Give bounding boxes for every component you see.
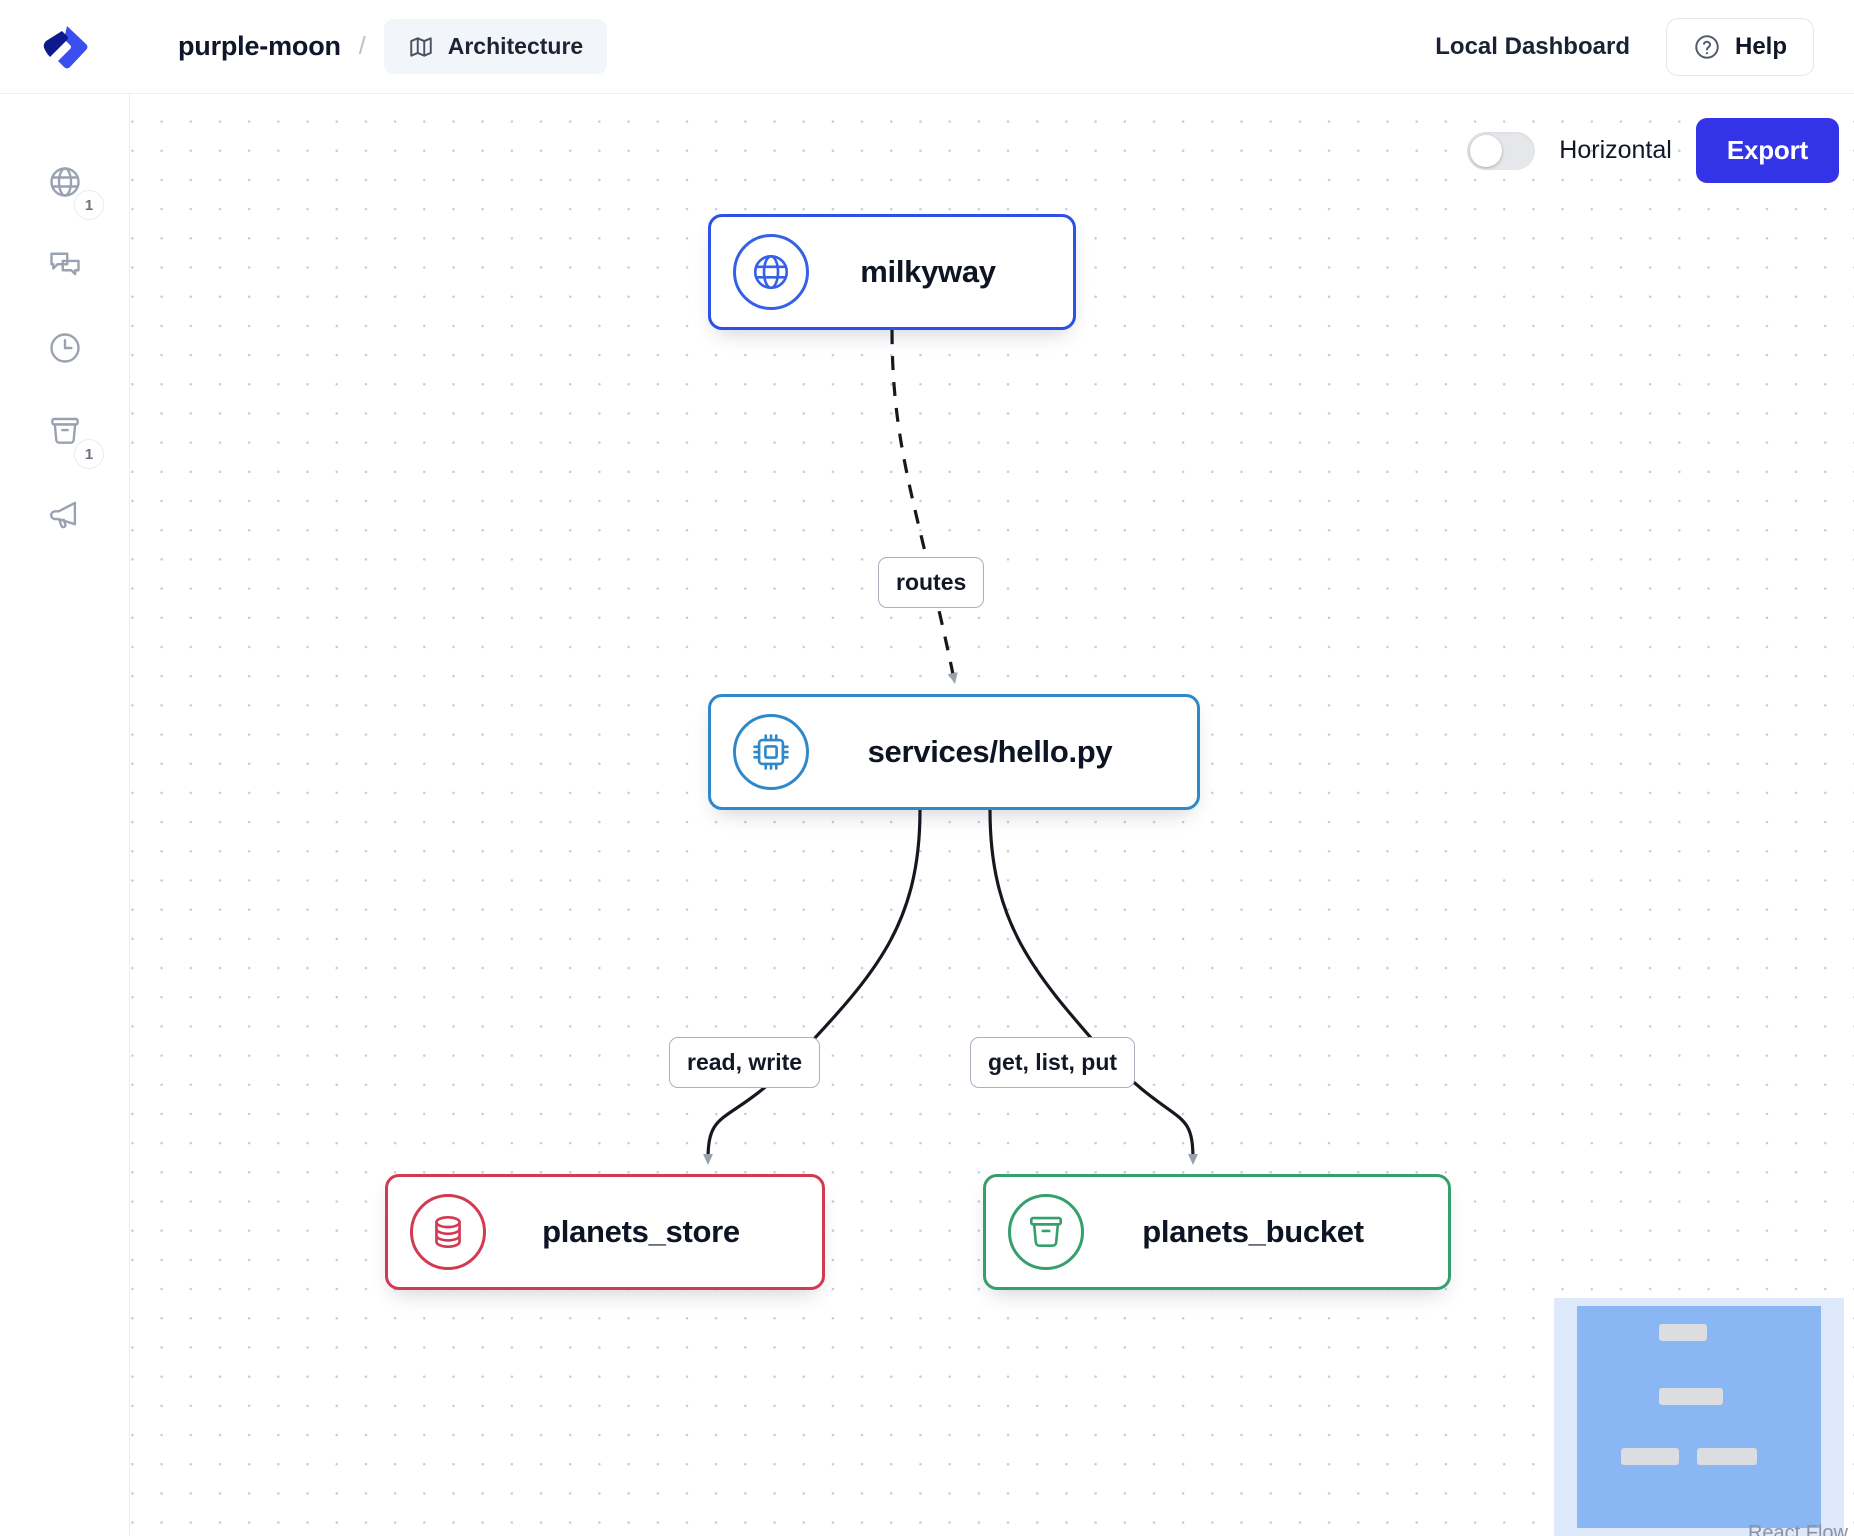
map-icon xyxy=(410,36,432,57)
node-milkyway[interactable]: milkyway xyxy=(708,214,1076,330)
edge-label-get-list-put[interactable]: get, list, put xyxy=(970,1037,1136,1088)
chat-icon xyxy=(50,252,80,275)
node-services-hello-py[interactable]: services/hello.py xyxy=(708,694,1200,810)
clock-icon xyxy=(50,332,80,363)
sidebar-badge-buckets: 1 xyxy=(74,439,104,469)
edge-label-read-write[interactable]: read, write xyxy=(669,1037,821,1088)
minimap-viewport[interactable] xyxy=(1577,1306,1821,1528)
sidebar-item-endpoints[interactable]: 1 xyxy=(0,140,130,223)
database-icon xyxy=(435,1215,461,1249)
minimap-node xyxy=(1697,1448,1757,1465)
local-dashboard-label: Local Dashboard xyxy=(1435,32,1630,60)
workspace-name[interactable]: purple-moon xyxy=(178,31,341,61)
sidebar-item-schedules[interactable] xyxy=(0,306,130,389)
node-store-icon-wrap xyxy=(410,1194,486,1270)
sidebar-item-messages[interactable] xyxy=(0,223,130,306)
edge-milkyway-service[interactable] xyxy=(890,329,958,684)
horizontal-layout-toggle[interactable] xyxy=(1467,131,1536,170)
app-logo-icon xyxy=(43,25,88,68)
question-circle-icon xyxy=(1695,34,1719,59)
tab-architecture[interactable]: Architecture xyxy=(383,19,608,74)
help-button-label: Help xyxy=(1734,32,1787,60)
node-store-label: planets_store xyxy=(542,1214,740,1249)
cpu-chip-icon xyxy=(753,734,789,770)
help-button[interactable]: Help xyxy=(1665,17,1814,76)
node-service-label: services/hello.py xyxy=(867,734,1113,769)
node-bucket-label: planets_bucket xyxy=(1142,1214,1364,1249)
edge-service-bucket[interactable] xyxy=(988,809,1198,1165)
canvas-toolbar: Horizontal Export xyxy=(1467,118,1839,183)
sidebar-badge-endpoints: 1 xyxy=(74,190,104,220)
breadcrumb: purple-moon / Architecture xyxy=(130,19,608,74)
breadcrumb-separator: / xyxy=(358,32,366,60)
minimap-node xyxy=(1621,1448,1679,1465)
node-planets-bucket[interactable]: planets_bucket xyxy=(983,1174,1451,1290)
sidebar-item-buckets[interactable]: 1 xyxy=(0,389,130,472)
node-planets-store[interactable]: planets_store xyxy=(385,1174,825,1290)
globe-icon xyxy=(753,254,789,290)
export-button[interactable]: Export xyxy=(1695,118,1839,183)
globe-icon xyxy=(50,166,80,197)
toggle-knob xyxy=(1470,134,1503,167)
node-milkyway-icon-wrap xyxy=(733,234,809,310)
minimap-node xyxy=(1659,1324,1707,1341)
left-rail: 1 1 xyxy=(0,94,130,1536)
node-bucket-icon-wrap xyxy=(1008,1194,1084,1270)
app-logo[interactable] xyxy=(0,0,130,94)
flow-canvas[interactable]: milkyway services/hello.py xyxy=(130,94,1854,1536)
react-flow-attribution[interactable]: React Flow xyxy=(1747,1522,1848,1536)
node-milkyway-label: milkyway xyxy=(860,254,996,289)
top-header: purple-moon / Architecture Local Dashboa… xyxy=(0,0,1854,94)
minimap[interactable] xyxy=(1554,1298,1844,1536)
bucket-icon xyxy=(1029,1216,1063,1247)
tab-architecture-label: Architecture xyxy=(447,33,584,59)
header-actions: Local Dashboard Help xyxy=(1435,17,1854,76)
edge-label-routes[interactable]: routes xyxy=(878,557,985,608)
bucket-icon xyxy=(51,417,79,444)
minimap-node xyxy=(1659,1388,1723,1405)
megaphone-icon xyxy=(50,501,77,528)
node-service-icon-wrap xyxy=(733,714,809,790)
edge-service-store[interactable] xyxy=(703,809,922,1165)
horizontal-toggle-label: Horizontal xyxy=(1559,136,1672,164)
sidebar-item-announcements[interactable] xyxy=(0,472,130,555)
